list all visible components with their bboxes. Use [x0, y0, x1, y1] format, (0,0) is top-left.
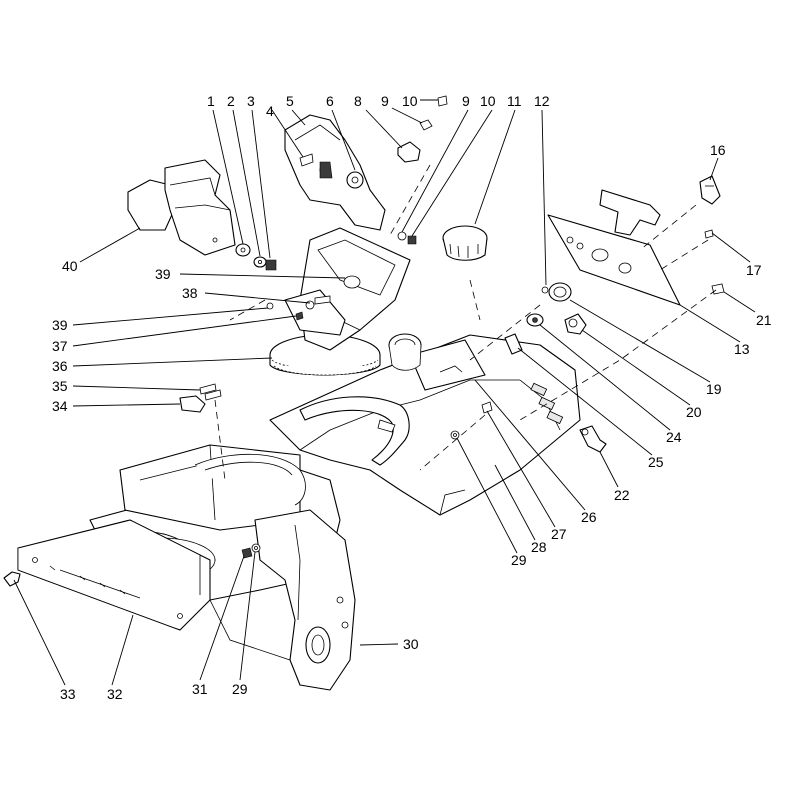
fastener-22 — [579, 425, 607, 453]
callout-8: 8 — [354, 93, 362, 109]
callout-21: 21 — [756, 312, 772, 328]
callout-2: 2 — [227, 93, 235, 109]
callout-10-right: 10 — [480, 93, 496, 109]
chute-bracket — [284, 114, 386, 231]
screws-27-29 — [450, 401, 493, 440]
side-panel — [209, 509, 356, 691]
callout-35: 35 — [52, 378, 68, 394]
callout-11: 11 — [507, 93, 522, 109]
chute-flap — [266, 289, 346, 336]
callout-38: 38 — [182, 285, 198, 301]
main-housing — [269, 334, 581, 516]
switch-19 — [541, 282, 572, 302]
callout-13: 13 — [734, 341, 750, 357]
primer-24 — [526, 313, 544, 327]
callout-20: 20 — [686, 404, 702, 420]
callout-29-right: 29 — [511, 552, 527, 568]
part-17 — [704, 229, 714, 239]
hose-coil — [388, 333, 422, 371]
auger-assembly — [269, 334, 381, 376]
callout-26: 26 — [581, 509, 597, 525]
hardware-31-29 — [241, 543, 261, 559]
bolts-35 — [199, 383, 222, 401]
callout-4: 4 — [266, 103, 274, 119]
callout-9-right: 9 — [462, 93, 470, 109]
callout-40: 40 — [62, 258, 78, 274]
washers-1-3 — [235, 243, 277, 271]
callout-29-bottom: 29 — [232, 681, 248, 697]
key-20 — [564, 313, 587, 335]
callout-22: 22 — [614, 487, 630, 503]
callout-36: 36 — [52, 358, 68, 374]
hardware-8-10 — [397, 95, 448, 245]
crank-knob-11 — [442, 225, 488, 261]
callout-34: 34 — [52, 398, 68, 414]
callout-3: 3 — [247, 93, 255, 109]
plug-25 — [504, 333, 523, 355]
callout-19: 19 — [706, 381, 722, 397]
hose-channel — [299, 396, 410, 466]
callout-1: 1 — [207, 93, 215, 109]
callout-16: 16 — [710, 142, 726, 158]
callout-39-left: 39 — [52, 317, 68, 333]
callout-labels: 1 2 3 4 5 6 8 9 10 9 10 11 12 16 17 21 1… — [52, 93, 772, 702]
control-panel — [547, 189, 681, 306]
deflector-40 — [127, 159, 236, 256]
bolt-33 — [3, 571, 21, 587]
callout-25: 25 — [648, 454, 664, 470]
callout-6: 6 — [326, 93, 334, 109]
scraper-bar — [17, 519, 211, 631]
callout-5: 5 — [286, 93, 294, 109]
callout-33: 33 — [60, 686, 76, 702]
assembly-lines — [214, 164, 717, 481]
callout-31: 31 — [192, 681, 208, 697]
callout-32: 32 — [107, 686, 123, 702]
callout-9-top: 9 — [381, 93, 389, 109]
callout-12: 12 — [534, 93, 550, 109]
callout-39-top: 39 — [155, 266, 171, 282]
knob-34 — [179, 395, 206, 413]
callout-30: 30 — [403, 636, 419, 652]
callout-10-top: 10 — [402, 93, 418, 109]
chute-plate — [409, 339, 486, 391]
leader-lines — [13, 99, 756, 686]
callout-37: 37 — [52, 338, 68, 354]
callout-27: 27 — [551, 526, 567, 542]
callout-17: 17 — [746, 262, 762, 278]
part-21 — [711, 283, 725, 295]
callout-24: 24 — [666, 429, 682, 445]
part-16 — [699, 175, 721, 205]
callout-28: 28 — [531, 539, 547, 555]
